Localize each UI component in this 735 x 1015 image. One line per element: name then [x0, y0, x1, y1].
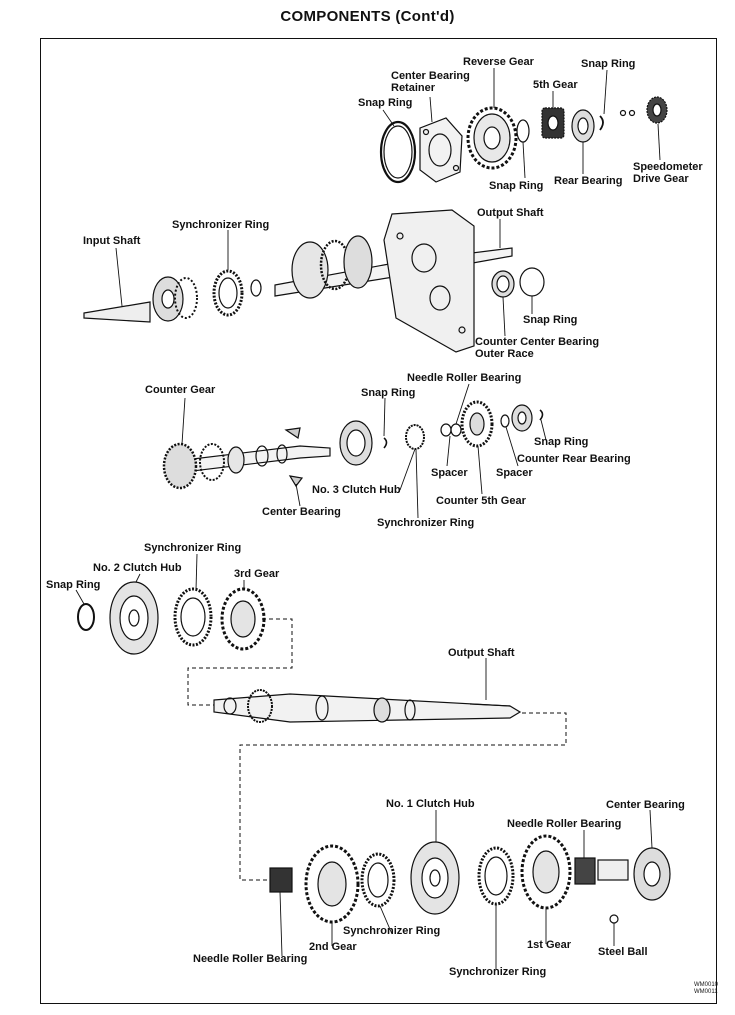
needle-roller-bearing-rear-part	[574, 857, 629, 885]
label-speedometer-drive-gear: Speedometer Drive Gear	[633, 161, 703, 185]
label-no3-clutch-hub: No. 3 Clutch Hub	[312, 484, 401, 496]
output-shaft-main-part	[213, 689, 522, 723]
third-gear-part	[220, 587, 266, 651]
label-counter-5th-gear: Counter 5th Gear	[436, 495, 526, 507]
label-input-shaft: Input Shaft	[83, 235, 141, 247]
counter-rear-bearing-part	[500, 404, 544, 432]
snap-ring-small-part	[516, 119, 530, 143]
label-second-gear: 2nd Gear	[309, 941, 357, 953]
dashed-guide-1	[187, 618, 293, 706]
label-snap-ring-top: Snap Ring	[581, 58, 636, 70]
label-center-bearing-counter: Center Bearing	[262, 506, 341, 518]
diagram-frame	[40, 38, 717, 1004]
label-synchronizer-ring-front: Synchronizer Ring	[144, 542, 242, 554]
label-spacer-left: Spacer	[431, 467, 468, 479]
label-center-bearing-rear: Center Bearing	[606, 799, 685, 811]
label-needle-roller-bearing-counter: Needle Roller Bearing	[407, 372, 522, 384]
label-spacer-right: Spacer	[496, 467, 533, 479]
synchronizer-ring-1st-part	[477, 846, 515, 906]
reverse-gear-part	[466, 106, 518, 170]
label-snap-ring-left: Snap Ring	[358, 97, 413, 109]
snap-ring-large-part	[379, 120, 417, 184]
label-needle-roller-bearing-front: Needle Roller Bearing	[193, 953, 308, 965]
center-bearing-retainer-part	[419, 117, 463, 183]
label-fifth-gear: 5th Gear	[533, 79, 578, 91]
input-shaft-part	[83, 276, 198, 323]
first-gear-part	[520, 834, 572, 910]
synchronizer-ring-part	[212, 269, 244, 317]
label-rear-bearing: Rear Bearing	[554, 175, 623, 187]
label-snap-ring-race: Snap Ring	[523, 314, 578, 326]
center-bearing-rollers-part	[284, 427, 304, 488]
synchronizer-ring-2nd-part	[360, 852, 396, 908]
counter-center-bearing-outer-race-part	[491, 267, 545, 298]
label-reverse-gear: Reverse Gear	[463, 56, 534, 68]
label-synchronizer-ring-1st: Synchronizer Ring	[449, 966, 547, 978]
fifth-gear-part	[541, 107, 565, 139]
no1-clutch-hub-part	[410, 841, 460, 915]
figure-code-2: WM0011	[694, 989, 718, 995]
label-synchronizer-ring-upper: Synchronizer Ring	[172, 219, 270, 231]
label-steel-ball: Steel Ball	[598, 946, 648, 958]
center-bearing-rear-part	[633, 847, 671, 901]
label-counter-center-bearing-outer-race: Counter Center Bearing Outer Race	[475, 336, 600, 360]
rear-bearing-part	[571, 109, 595, 143]
label-third-gear: 3rd Gear	[234, 568, 280, 580]
counter-5th-gear-part	[440, 400, 494, 448]
label-no1-clutch-hub: No. 1 Clutch Hub	[386, 798, 475, 810]
leader-lines	[75, 68, 661, 970]
label-output-shaft-upper: Output Shaft	[477, 207, 544, 219]
figure-code-1: WM0010	[694, 982, 719, 988]
label-center-bearing-retainer: Center Bearing Retainer	[391, 70, 470, 94]
label-counter-rear-bearing: Counter Rear Bearing	[517, 453, 631, 465]
label-needle-roller-bearing-rear: Needle Roller Bearing	[507, 818, 622, 830]
intermediate-plate-part	[383, 209, 475, 353]
label-synchronizer-ring-counter: Synchronizer Ring	[377, 517, 475, 529]
counter-gear-part	[162, 442, 331, 490]
no3-clutch-hub-part	[405, 424, 425, 450]
snap-ring-front-part	[77, 603, 95, 631]
label-first-gear: 1st Gear	[527, 939, 572, 951]
label-no2-clutch-hub: No. 2 Clutch Hub	[93, 562, 182, 574]
page-title: COMPONENTS (Cont'd)	[280, 8, 455, 25]
label-snap-ring-counter-rear: Snap Ring	[534, 436, 589, 448]
label-snap-ring-front: Snap Ring	[46, 579, 101, 591]
small-bearing-part	[250, 279, 262, 297]
label-synchronizer-ring-2nd: Synchronizer Ring	[343, 925, 441, 937]
speedometer-drive-gear-part	[619, 96, 668, 124]
counter-center-bearing-part	[339, 420, 388, 466]
no2-clutch-hub-part	[109, 581, 159, 655]
needle-roller-bearing-part	[269, 867, 293, 893]
synchronizer-ring-front-part	[173, 587, 213, 647]
dashed-guide-2	[239, 712, 567, 881]
second-gear-part	[304, 844, 360, 924]
label-snap-ring-counter: Snap Ring	[361, 387, 416, 399]
label-snap-ring-lower: Snap Ring	[489, 180, 544, 192]
steel-ball-part	[609, 914, 619, 924]
label-counter-gear: Counter Gear	[145, 384, 216, 396]
label-output-shaft-main: Output Shaft	[448, 647, 515, 659]
snap-ring-tiny-part	[599, 115, 604, 131]
